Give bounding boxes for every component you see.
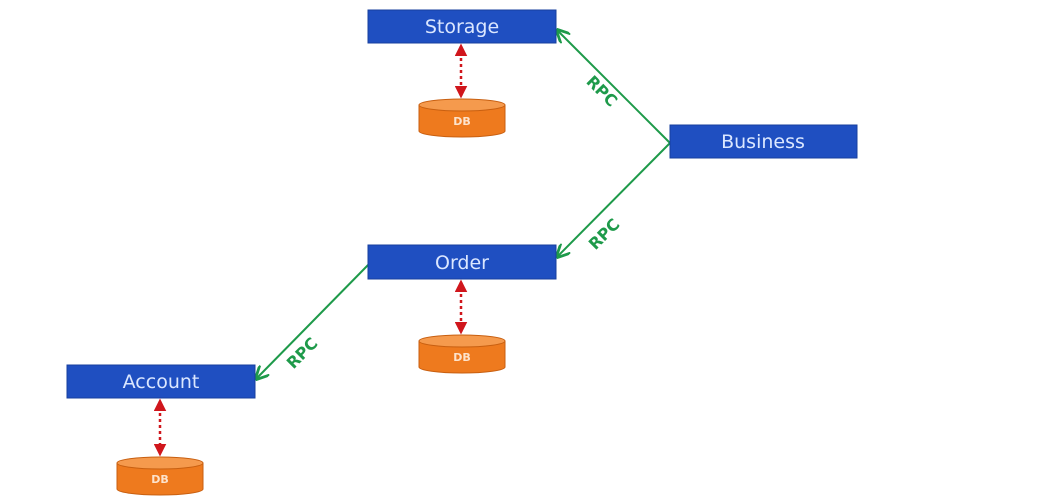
rpc-line: [557, 30, 671, 144]
service-box: [367, 244, 557, 280]
db-cylinder-top: [116, 456, 204, 470]
service-storage[interactable]: Storage: [367, 9, 557, 44]
service-label: Business: [721, 131, 805, 153]
service-order[interactable]: Order: [367, 244, 557, 280]
rpc-label: RPC: [583, 72, 622, 111]
service-box: [669, 124, 858, 159]
service-business[interactable]: Business: [669, 124, 858, 159]
database-storage[interactable]: DB: [418, 98, 506, 138]
db-cylinder-top: [418, 98, 506, 112]
rpc-line: [256, 263, 370, 379]
db-cylinder-top: [418, 334, 506, 348]
db-cylinder-body: [116, 463, 204, 496]
service-label: Storage: [425, 16, 499, 38]
service-label: Order: [435, 252, 489, 274]
db-label: DB: [151, 473, 169, 486]
rpc-label: RPC: [283, 334, 322, 373]
db-cylinder-body: [418, 341, 506, 374]
service-label: Account: [123, 371, 200, 393]
service-box: [367, 9, 557, 44]
rpc-link-business-storage: RPC: [557, 30, 671, 144]
db-label: DB: [453, 351, 471, 364]
service-box: [66, 364, 256, 399]
db-label: DB: [453, 115, 471, 128]
rpc-link-business-order: RPC: [557, 142, 671, 257]
rpc-line: [557, 142, 671, 257]
database-account[interactable]: DB: [116, 456, 204, 496]
service-account[interactable]: Account: [66, 364, 256, 399]
rpc-link-order-account: RPC: [256, 263, 370, 379]
db-cylinder-body: [418, 105, 506, 138]
database-order[interactable]: DB: [418, 334, 506, 374]
rpc-label: RPC: [585, 215, 624, 254]
